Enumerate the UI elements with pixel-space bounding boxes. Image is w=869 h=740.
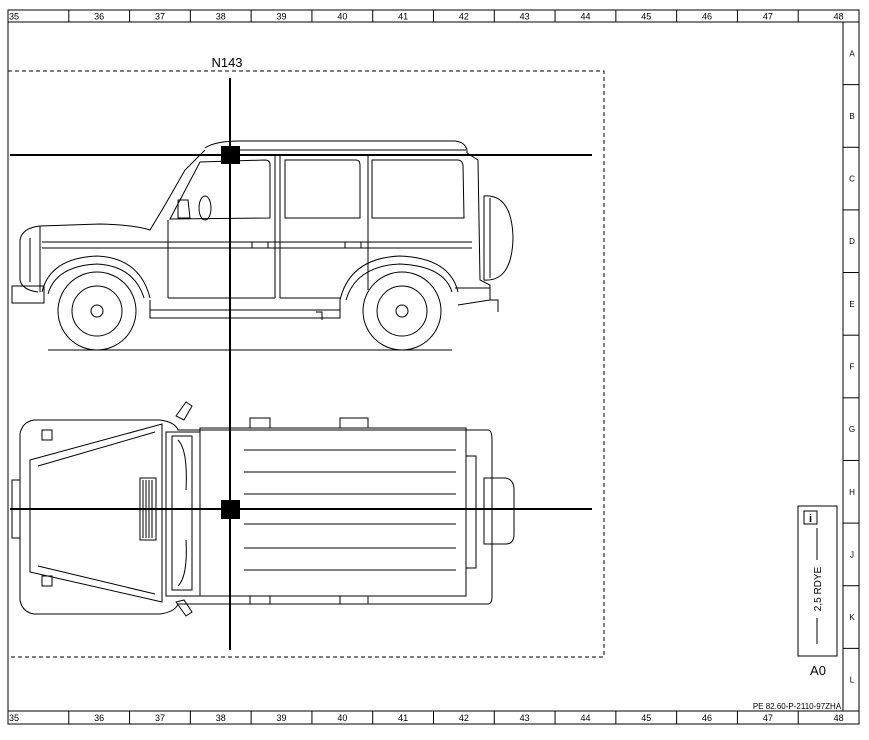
row-label: C (849, 175, 855, 184)
wire-panel-frame (797, 505, 838, 657)
column-label-top: 39 (277, 12, 287, 22)
column-labels-bottom: 35 36 37 38 39 40 41 42 43 44 45 46 47 48 (9, 711, 844, 724)
column-label-top: 37 (155, 12, 165, 22)
row-label: B (849, 112, 854, 121)
column-label-top: 46 (702, 12, 712, 22)
row-labels-right: A B C D E F G H J K L (843, 49, 859, 685)
column-labels-top: 35 36 37 38 39 40 41 42 43 44 45 46 47 48 (9, 10, 844, 22)
row-label: D (849, 237, 855, 246)
column-label-bottom: 47 (763, 713, 773, 723)
column-label-bottom: 35 (9, 713, 19, 723)
side-view-component-marker (221, 146, 240, 164)
column-label-top: 35 (9, 12, 19, 22)
vehicle-side-view (11, 140, 514, 351)
column-label-bottom: 45 (641, 713, 651, 723)
info-icon-glyph: i (809, 513, 812, 525)
document-code: PE 82.60-P-2110-97ZHA (753, 702, 842, 711)
row-label: K (849, 613, 855, 622)
column-label-top: 45 (641, 12, 651, 22)
wire-panel: i 2,5 RDYE A0 (797, 505, 838, 678)
column-label-top: 43 (520, 12, 530, 22)
component-location-markers: N143 (10, 55, 592, 650)
column-label-top: 40 (337, 12, 347, 22)
column-label-bottom: 36 (94, 713, 104, 723)
vehicle-top-view (11, 401, 515, 617)
wire-code-label: 2,5 RDYE (813, 566, 824, 611)
component-region-outline (8, 70, 605, 658)
column-label-bottom: 38 (216, 713, 226, 723)
info-icon (803, 510, 818, 525)
column-label-top: 47 (763, 12, 773, 22)
row-label: G (849, 425, 855, 434)
row-label: J (850, 550, 854, 559)
component-label: N143 (211, 55, 242, 70)
column-label-top: 44 (580, 12, 590, 22)
column-label-bottom: 39 (277, 713, 287, 723)
column-label-top: 42 (459, 12, 469, 22)
column-label-top: 41 (398, 12, 408, 22)
row-label: E (849, 300, 854, 309)
row-label: F (850, 363, 855, 372)
column-label-bottom: 41 (398, 713, 408, 723)
row-label: A (849, 49, 855, 58)
column-label-bottom: 40 (337, 713, 347, 723)
column-label-bottom: 37 (155, 713, 165, 723)
sheet-frame (7, 9, 860, 725)
column-label-top: 48 (834, 12, 844, 22)
column-label-top: 36 (94, 12, 104, 22)
top-view-component-marker (221, 500, 240, 519)
column-label-bottom: 46 (702, 713, 712, 723)
column-label-bottom: 44 (580, 713, 590, 723)
column-label-top: 38 (216, 12, 226, 22)
column-label-bottom: 43 (520, 713, 530, 723)
column-label-bottom: 48 (834, 713, 844, 723)
connector-label: A0 (810, 663, 826, 678)
column-label-bottom: 42 (459, 713, 469, 723)
row-label: H (849, 488, 855, 497)
row-label: L (850, 676, 855, 685)
